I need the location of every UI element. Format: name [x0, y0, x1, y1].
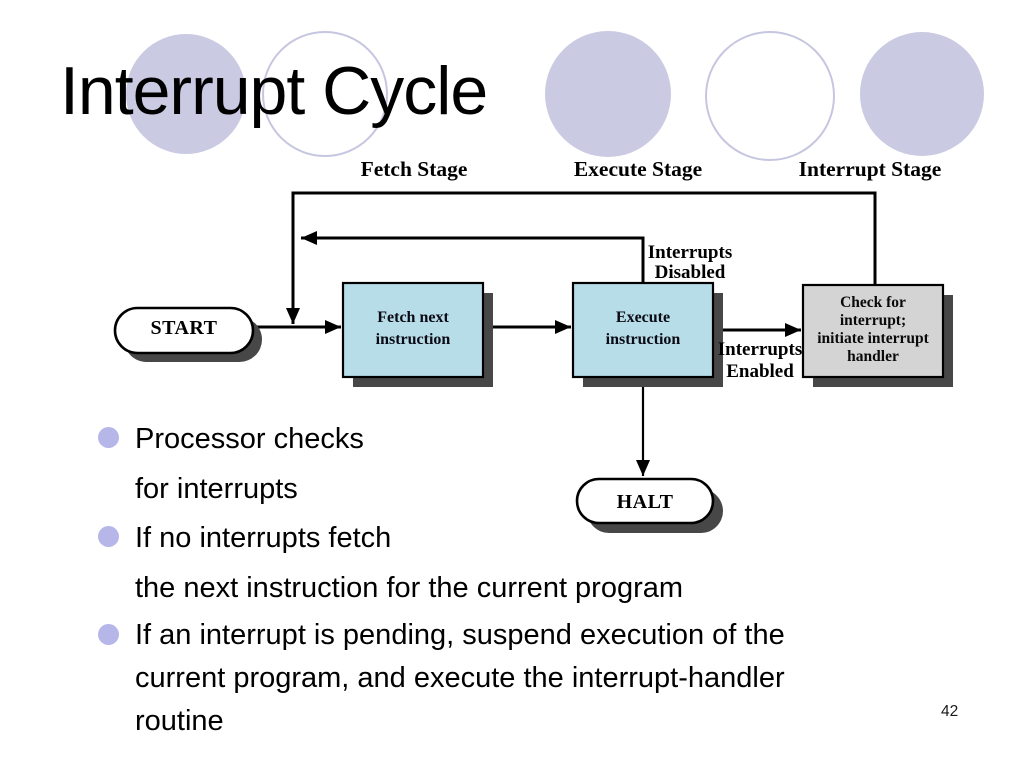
- decorative-circle-filled-icon: [126, 34, 246, 154]
- bullet-line: If no interrupts fetch: [135, 522, 392, 554]
- bullet-icon: [98, 526, 119, 547]
- fetch-stage-label: Fetch Stage: [361, 157, 468, 181]
- return-arrow-execute-to-fetch: [301, 231, 645, 284]
- execute-box-line1: Execute: [616, 309, 670, 326]
- bullet-line: Processor checks: [135, 423, 364, 455]
- execute-stage-label: Execute Stage: [574, 157, 702, 181]
- return-arrow-interrupt-to-fetch: [286, 191, 877, 324]
- bullet-line: the next instruction for the current pro…: [135, 572, 684, 604]
- halt-label: HALT: [617, 491, 674, 513]
- bullet-item: If an interrupt is pending, suspend exec…: [98, 614, 955, 743]
- interrupt-box-line3: initiate interrupt: [817, 330, 929, 347]
- fetch-box-line1: Fetch next: [377, 309, 449, 326]
- bullet-line: current program, and execute the interru…: [135, 662, 785, 694]
- check-interrupt-box: [801, 283, 945, 379]
- bullet-item: If no interrupts fetch the next instruct…: [98, 513, 955, 613]
- bullet-icon: [98, 624, 119, 645]
- interrupts-enabled-line1: Interrupts: [718, 339, 802, 360]
- slide-title: Interrupt Cycle: [60, 53, 488, 129]
- decorative-circle-outlined-icon: [705, 31, 835, 161]
- start-terminal: [113, 306, 255, 355]
- page-number: 42: [941, 703, 959, 720]
- bullet-icon: [98, 427, 119, 448]
- bullet-line: routine: [135, 705, 224, 737]
- interrupts-enabled-line2: Enabled: [726, 361, 794, 382]
- interrupt-box-line4: handler: [847, 348, 899, 365]
- decorative-circle-filled-icon: [860, 32, 984, 156]
- interrupt-box-line1: Check for: [840, 294, 906, 311]
- decorative-circle-outlined-icon: [262, 31, 388, 157]
- bullet-item: Processor checks for interrupts: [98, 414, 955, 514]
- interrupts-disabled-line1: Interrupts: [648, 242, 732, 263]
- bullet-line: for interrupts: [135, 473, 298, 505]
- fetch-instruction-box: [341, 281, 485, 379]
- decorative-circle-filled-icon: [545, 31, 671, 157]
- bullet-line: If an interrupt is pending, suspend exec…: [135, 619, 785, 651]
- execute-box-line2: instruction: [606, 331, 681, 348]
- start-label: START: [150, 317, 217, 339]
- fetch-box-line2: instruction: [376, 331, 451, 348]
- execute-instruction-box: [571, 281, 715, 379]
- interrupt-box-line2: interrupt;: [840, 312, 906, 329]
- halt-terminal: [575, 477, 715, 525]
- interrupts-disabled-line2: Disabled: [655, 262, 726, 283]
- interrupt-stage-label: Interrupt Stage: [799, 157, 942, 181]
